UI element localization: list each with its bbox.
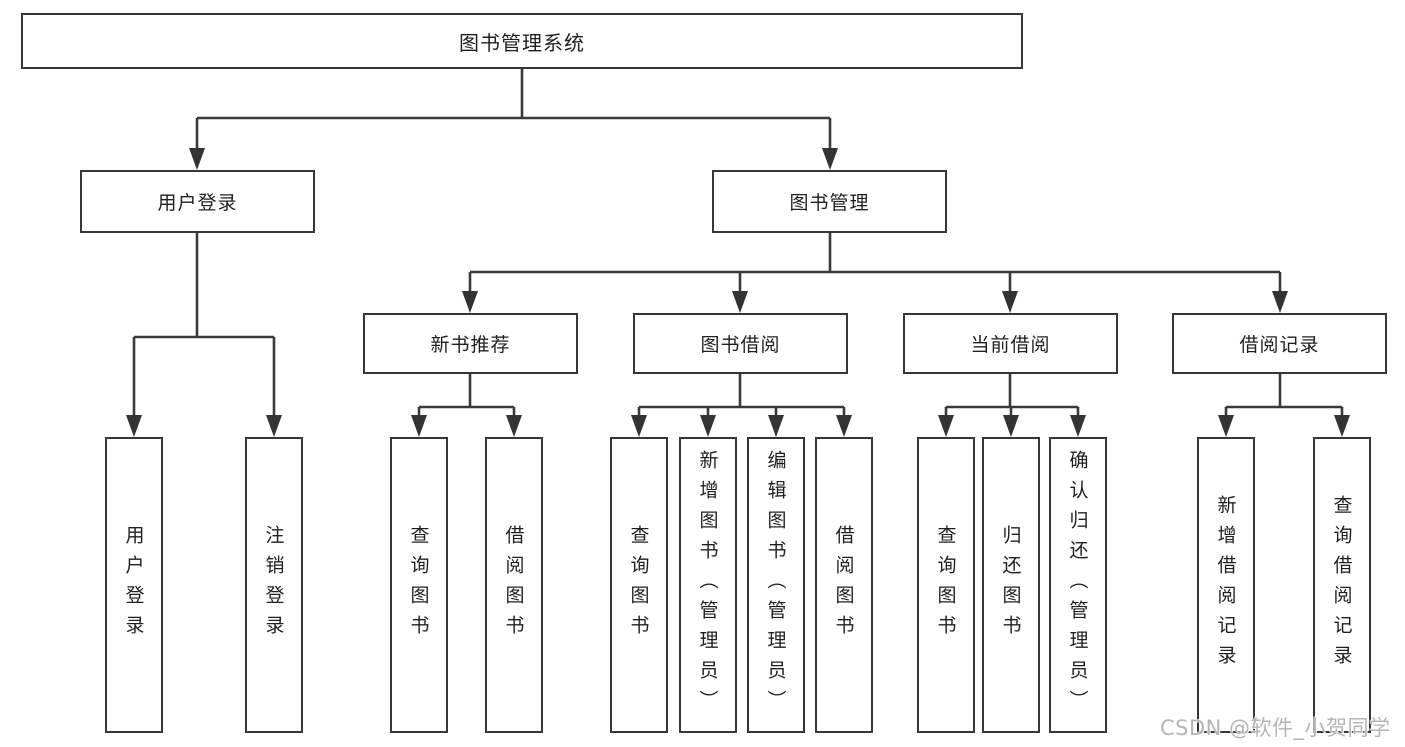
node-current-borrow: 当前借阅	[903, 313, 1118, 374]
node-label: 借阅记录	[1239, 334, 1320, 356]
node-root-library-system: 图书管理系统	[21, 13, 1023, 69]
node-label: 查询图书	[934, 525, 957, 645]
node-label: 编辑图书（管理员）	[764, 450, 787, 720]
leaf-add-book-admin: 新增图书（管理员）	[679, 437, 737, 733]
connector-book-mgmt-to-level3	[462, 233, 1288, 313]
connector-current-borrow-to-leaves	[938, 374, 1086, 437]
node-label: 新增图书（管理员）	[696, 450, 719, 720]
node-label: 图书管理	[789, 192, 870, 214]
node-label: 新书推荐	[430, 334, 511, 356]
leaf-query-books-2: 查询图书	[610, 437, 668, 733]
node-label: 用户登录	[122, 525, 145, 645]
leaf-return-book: 归还图书	[982, 437, 1040, 733]
connector-book-borrow-to-leaves	[631, 374, 852, 437]
csdn-watermark: CSDN @软件_小贺同学	[1160, 716, 1391, 740]
leaf-add-borrow-record: 新增借阅记录	[1197, 437, 1255, 733]
node-label: 当前借阅	[970, 334, 1051, 356]
node-label: 图书借阅	[700, 334, 781, 356]
leaf-borrow-books-1: 借阅图书	[485, 437, 543, 733]
leaf-query-books-1: 查询图书	[390, 437, 448, 733]
node-book-borrow: 图书借阅	[633, 313, 848, 374]
node-new-book-recommend: 新书推荐	[363, 313, 578, 374]
node-label: 借阅图书	[502, 525, 525, 645]
leaf-query-books-3: 查询图书	[917, 437, 975, 733]
connector-user-login-to-leaves	[126, 233, 282, 437]
connector-root-to-level2	[189, 69, 838, 170]
node-label: 确认归还（管理员）	[1066, 450, 1089, 720]
node-label: 借阅图书	[832, 525, 855, 645]
leaf-logout: 注销登录	[245, 437, 303, 733]
connector-borrow-record-to-leaves	[1218, 374, 1350, 437]
connector-new-book-to-leaves	[411, 374, 522, 437]
node-book-management: 图书管理	[712, 170, 947, 233]
leaf-confirm-return-admin: 确认归还（管理员）	[1049, 437, 1107, 733]
node-label: 用户登录	[157, 192, 238, 214]
leaf-user-login: 用户登录	[105, 437, 163, 733]
leaf-query-borrow-record: 查询借阅记录	[1313, 437, 1371, 733]
node-label: 查询借阅记录	[1330, 495, 1353, 675]
node-label: 新增借阅记录	[1214, 495, 1237, 675]
node-label: 查询图书	[627, 525, 650, 645]
node-label: 注销登录	[262, 525, 285, 645]
node-label: 归还图书	[999, 525, 1022, 645]
node-label: 图书管理系统	[459, 30, 585, 55]
node-label: 查询图书	[407, 525, 430, 645]
node-user-login: 用户登录	[80, 170, 315, 233]
node-borrow-record: 借阅记录	[1172, 313, 1387, 374]
leaf-borrow-books-2: 借阅图书	[815, 437, 873, 733]
leaf-edit-book-admin: 编辑图书（管理员）	[747, 437, 805, 733]
